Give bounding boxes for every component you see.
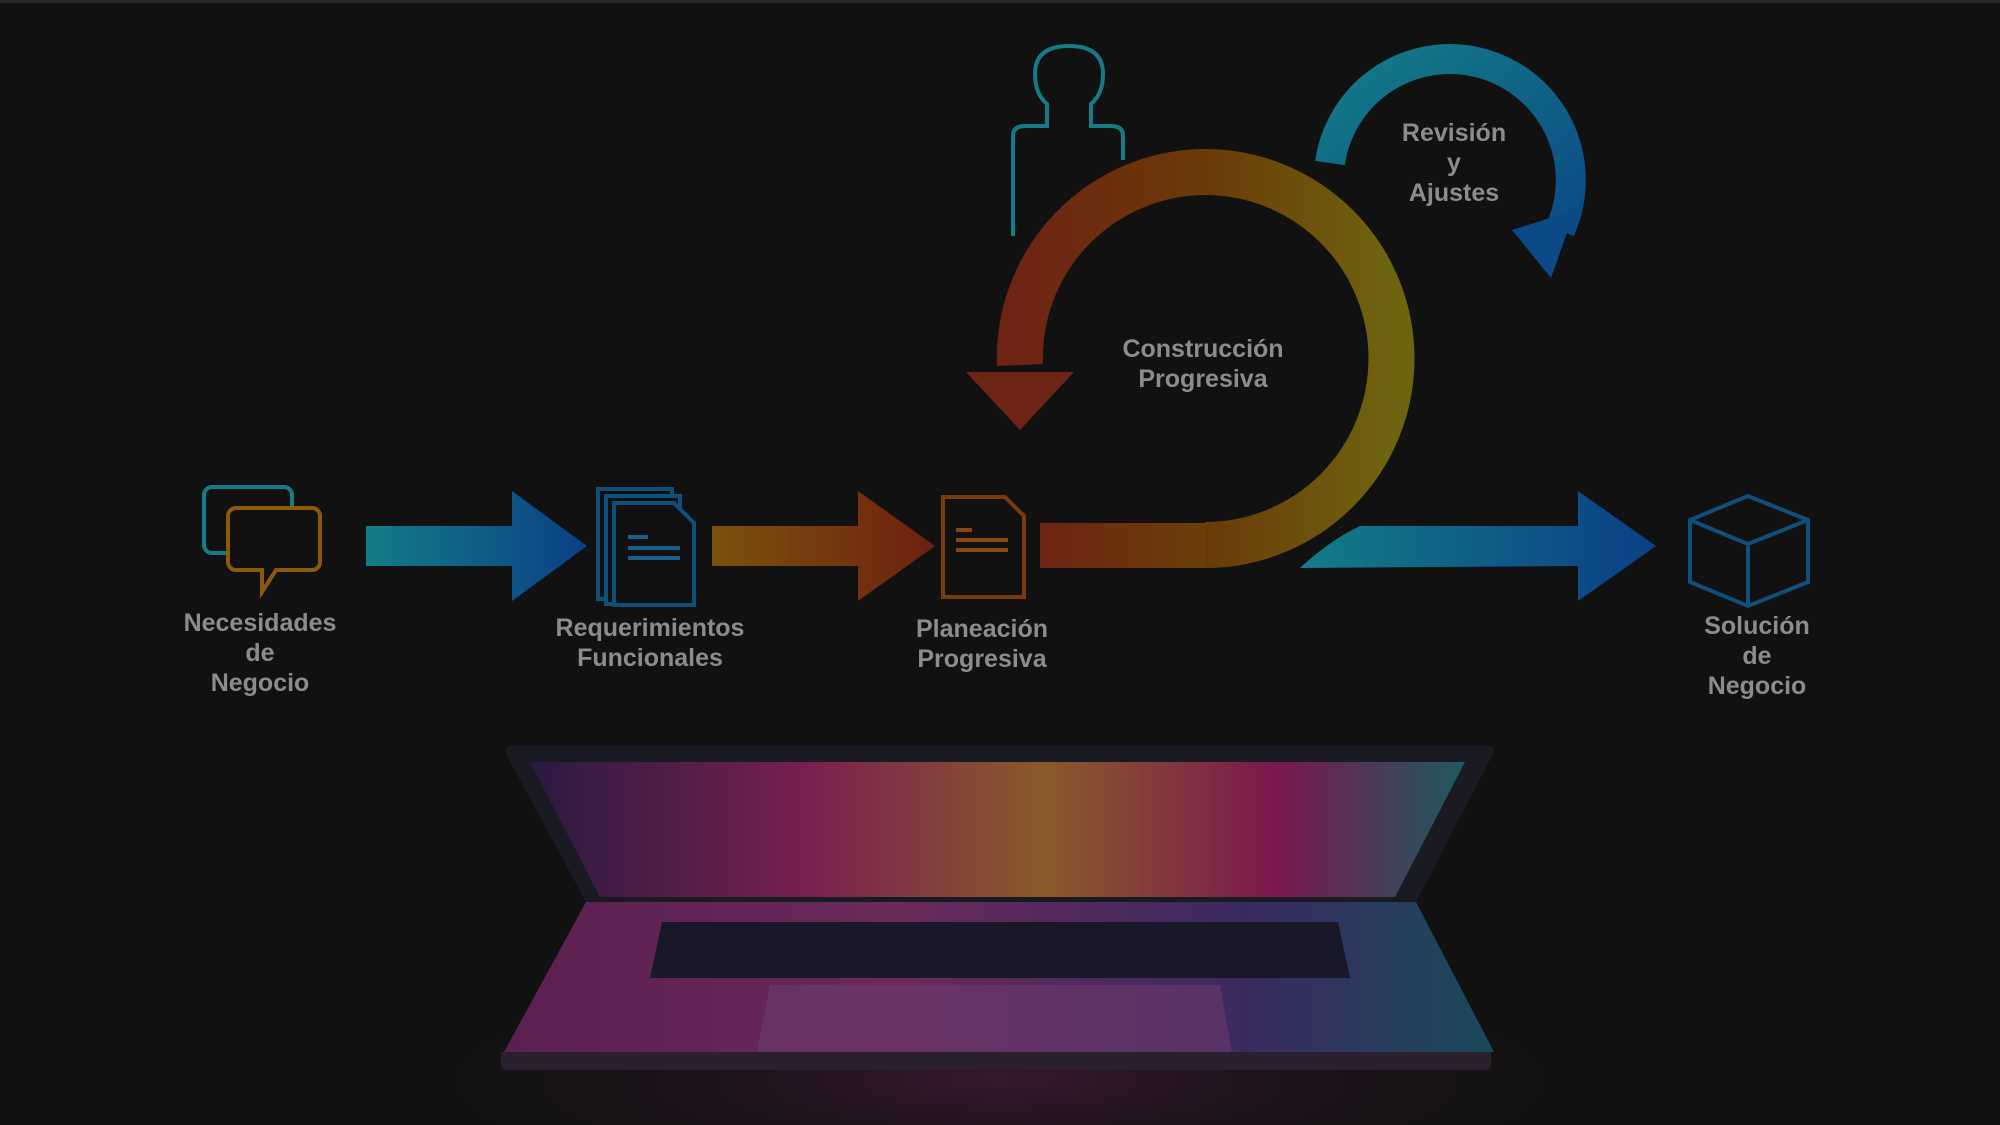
loop-label: Construcción Progresiva: [1103, 334, 1303, 394]
flow-arrow-3: [1300, 491, 1656, 601]
step-label-planeacion: Planeación Progresiva: [882, 614, 1082, 674]
flow-arrow-1: [366, 491, 587, 601]
person-icon: [1011, 43, 1125, 236]
label-line: de: [245, 639, 275, 667]
step-label-necesidades: Necesidades de Negocio: [170, 608, 350, 698]
label-line: Progresiva: [917, 645, 1047, 673]
flow-arrow-2: [712, 491, 935, 601]
label-line: y: [1447, 149, 1461, 177]
label-line: Progresiva: [1138, 365, 1268, 393]
step-label-solucion: Solución de Negocio: [1657, 611, 1857, 701]
label-line: Ajustes: [1408, 179, 1500, 207]
label-line: Necesidades: [183, 609, 337, 637]
label-line: Negocio: [1707, 672, 1807, 700]
chat-bubbles-icon: [202, 485, 322, 599]
label-line: Requerimientos: [555, 614, 745, 642]
label-line: de: [1742, 642, 1772, 670]
document-icon: [941, 495, 1026, 599]
review-label: Revisión y Ajustes: [1354, 118, 1554, 208]
top-border: [0, 0, 2000, 3]
label-line: Construcción: [1122, 335, 1284, 363]
label-line: Negocio: [210, 669, 310, 697]
step-label-requerimientos: Requerimientos Funcionales: [530, 613, 770, 673]
label-line: Solución: [1704, 612, 1810, 640]
label-line: Planeación: [916, 615, 1048, 643]
label-line: Revisión: [1401, 119, 1507, 147]
construction-loop-arrow: [966, 148, 1415, 568]
laptop-image: [440, 746, 1560, 1125]
review-cycle-arrow: [1315, 44, 1586, 278]
label-line: Funcionales: [577, 644, 723, 672]
cube-icon: [1688, 493, 1810, 609]
documents-icon: [596, 487, 696, 607]
